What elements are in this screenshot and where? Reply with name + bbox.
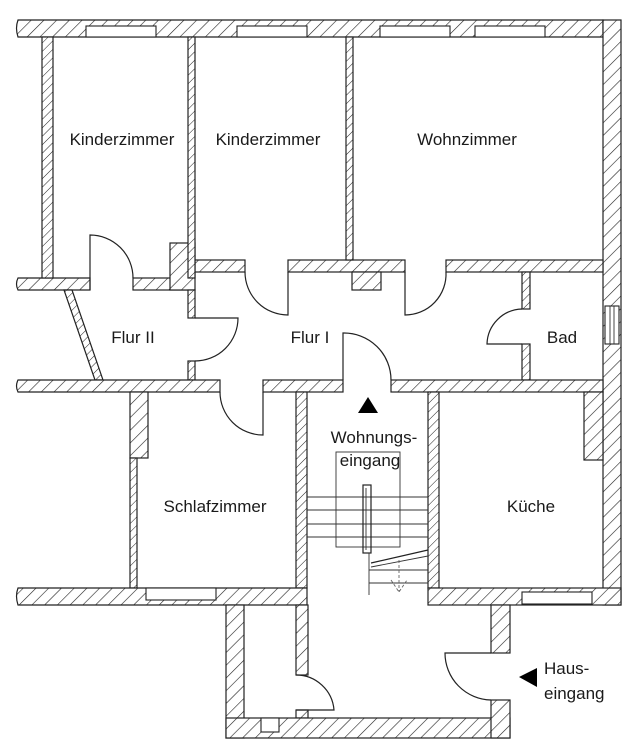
wall-mid-left [15,277,91,291]
door-kinderzimmer-1 [89,234,134,290]
doors [89,234,523,711]
wall-flur-wohn-a [287,259,406,273]
wall-flur2-flur1-bot [187,360,196,381]
wall-kz1-kz2 [187,36,196,279]
entrance-label-wohnungseingang-line1: Wohnungs- [331,428,418,447]
window [236,25,308,38]
room-label-bad: Bad [547,328,577,347]
wall-lower-mid-b [262,379,344,393]
door-wohnzimmer [404,271,447,316]
door-schlafzimmer [219,391,264,436]
door-kinderzimmer-2 [244,271,289,316]
wall-lower-mid-left [15,379,221,393]
wall-annex-inner-b [295,709,309,719]
wall-kz2-wohn [345,36,354,261]
room-label-wohnzimmer: Wohnzimmer [417,130,517,149]
stair-railing [362,484,372,554]
window [85,25,157,38]
windows [85,25,620,733]
entrance-label-hauseingang-line2: eingang [544,684,605,703]
wall-flur2-flur1-top [187,289,196,319]
wall-stair-right [427,391,440,589]
door-hauseingang [444,652,492,701]
wall-flur-wohn-b [445,259,604,273]
window [604,305,620,345]
room-label-flur-2: Flur II [111,328,154,347]
window [474,25,546,38]
door-wohnungseingang [342,332,392,381]
window [379,25,451,38]
wall-schlaf-left [129,457,138,589]
entrance-label-wohnungseingang-line2: eingang [340,451,401,470]
window [260,717,280,733]
wall-annex-inner [295,604,309,676]
entrance-label-hauseingang-line1: Haus- [544,659,589,678]
door-abstellraum [295,674,335,711]
wall-lower-mid-c [390,379,604,393]
wall-flur2-diagonal [63,289,104,381]
wall-bad-left-top [521,271,531,310]
door-bad [486,308,523,345]
window [145,587,217,601]
staircase [307,451,429,595]
room-label-kueche: Küche [507,497,555,516]
wall-schlaf-right [295,391,308,589]
room-label-kinderzimmer-2: Kinderzimmer [216,130,321,149]
door-flur2 [194,317,239,362]
wall-annex-right-bot [490,699,511,739]
wall-bad-left-bot [521,343,531,381]
room-label-flur-1: Flur I [291,328,330,347]
wall-kz2-flur [194,259,246,273]
wall-kueche-right-top [583,391,604,461]
room-label-kinderzimmer-1: Kinderzimmer [70,130,175,149]
wall-schlaf-left-top [129,391,149,459]
room-label-schlafzimmer: Schlafzimmer [164,497,267,516]
window [521,591,593,605]
triangle-left-icon [519,668,537,687]
triangle-up-icon [358,397,378,413]
wall-flur-stub [351,271,382,291]
wall-left-kz1 [41,36,54,279]
wall-annex-right-top [490,604,511,654]
